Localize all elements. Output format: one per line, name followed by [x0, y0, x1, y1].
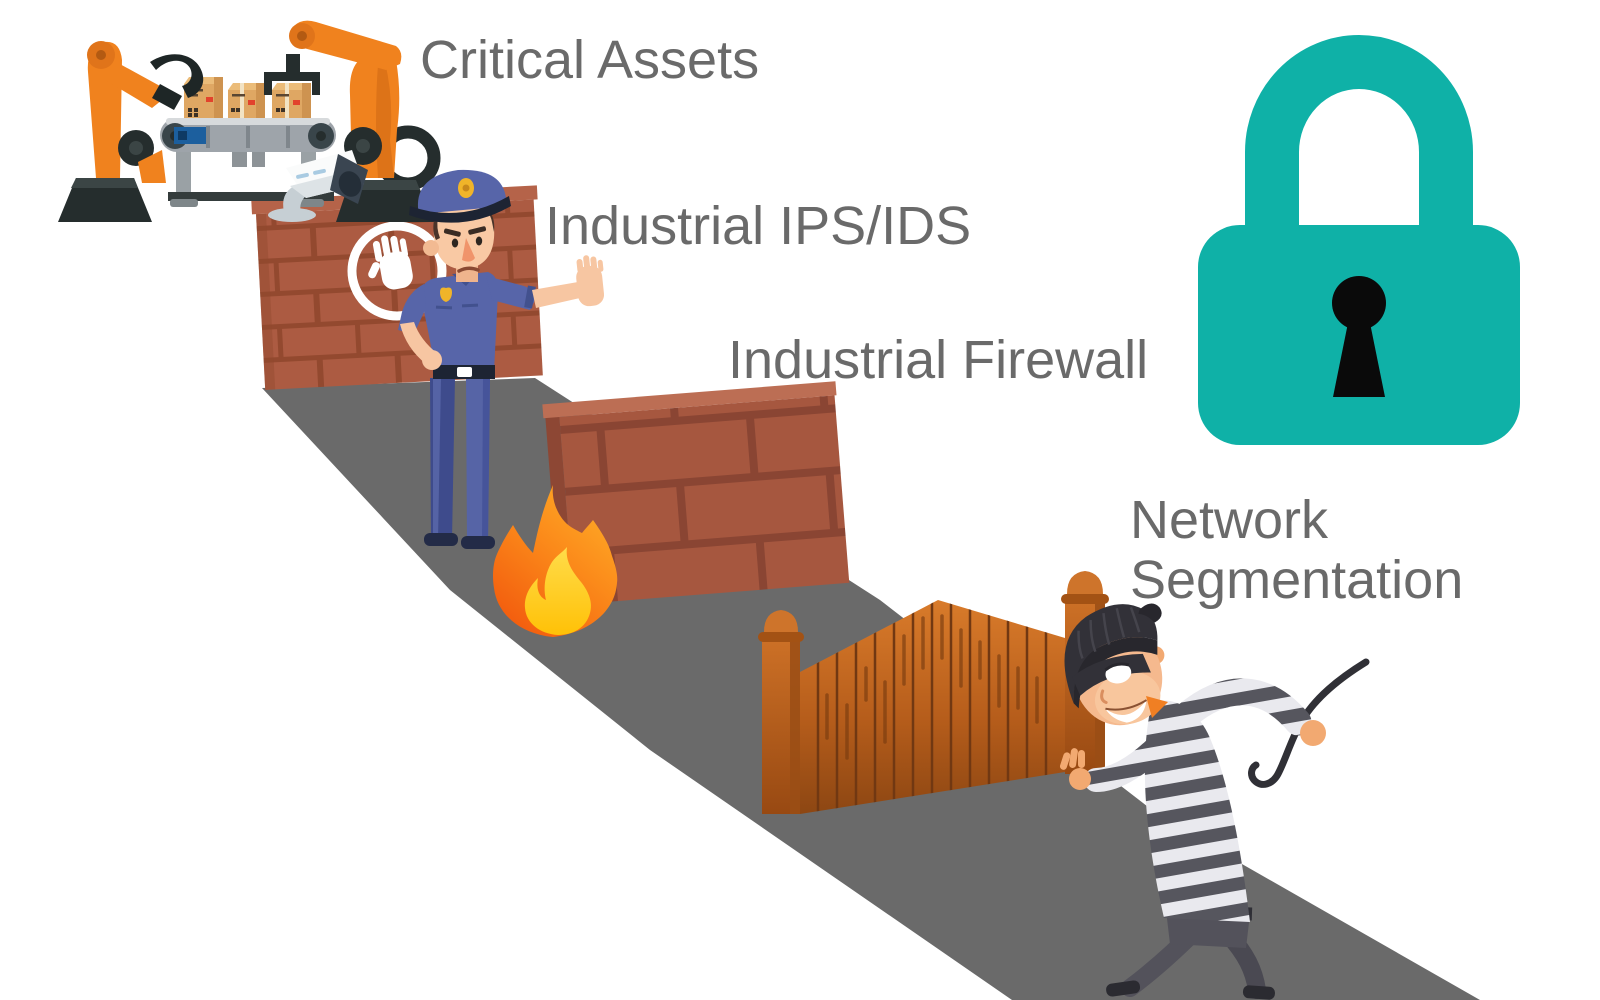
gantry-gripper-icon: [264, 54, 320, 95]
label-network-segmentation: Network Segmentation: [1130, 490, 1464, 611]
label-critical-assets: Critical Assets: [420, 30, 760, 90]
factory-illustration: [58, 20, 441, 222]
cardboard-boxes-icon: [184, 77, 311, 118]
fence-post-left: [758, 610, 804, 814]
robot-arm-left-icon: [58, 41, 204, 222]
keyhole-icon: [1332, 276, 1386, 397]
stop-hand-icon: [347, 221, 447, 321]
padlock-icon: [1198, 35, 1520, 445]
label-industrial-ips-ids: Industrial IPS/IDS: [545, 196, 972, 256]
crowbar-icon: [1248, 658, 1370, 788]
burglar-illustration: [1059, 603, 1370, 1000]
police-officer-illustration: [398, 169, 605, 549]
security-camera-icon: [268, 150, 368, 222]
label-industrial-firewall: Industrial Firewall: [728, 330, 1149, 390]
fire-icon: [493, 485, 618, 637]
